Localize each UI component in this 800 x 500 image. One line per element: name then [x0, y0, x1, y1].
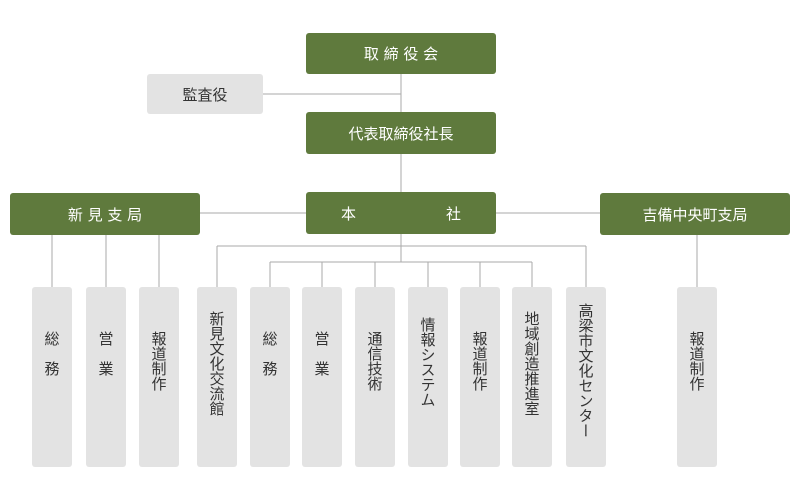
dept-label: 総 務 [260, 331, 279, 376]
dept-label: 報道制作 [149, 331, 168, 391]
hq-dept-sales: 営 業 [302, 287, 342, 467]
niimi-branch-box: 新 見 支 局 [10, 193, 200, 235]
niimi-dept-news-production: 報道制作 [139, 287, 179, 467]
dept-label: 情報システム [418, 317, 437, 407]
president-box: 代表取締役社長 [306, 112, 496, 154]
dept-label: 報道制作 [687, 331, 706, 391]
dept-label: 営 業 [96, 331, 115, 376]
dept-label: 高梁市文化センター [576, 303, 595, 438]
niimi-dept-general-affairs: 総 務 [32, 287, 72, 467]
dept-label: 地域創造推進室 [522, 311, 541, 416]
hq-dept-general-affairs: 総 務 [250, 287, 290, 467]
hq-dept-takahashi-culture-center: 高梁市文化センター [566, 287, 606, 467]
hq-dept-news-production: 報道制作 [460, 287, 500, 467]
dept-label: 営 業 [312, 331, 331, 376]
dept-label: 報道制作 [470, 331, 489, 391]
dept-label: 新見文化交流館 [207, 311, 226, 416]
headquarters-box: 本 社 [306, 192, 496, 234]
auditor-box: 監査役 [147, 74, 263, 114]
hq-dept-information-systems: 情報システム [408, 287, 448, 467]
hq-dept-niimi-culture-hall: 新見文化交流館 [197, 287, 237, 467]
niimi-dept-sales: 営 業 [86, 287, 126, 467]
kibi-branch-box: 吉備中央町支局 [600, 193, 790, 235]
hq-dept-communications-tech: 通信技術 [355, 287, 395, 467]
hq-dept-regional-creation-office: 地域創造推進室 [512, 287, 552, 467]
board-box: 取 締 役 会 [306, 33, 496, 74]
kibi-dept-news-production: 報道制作 [677, 287, 717, 467]
dept-label: 総 務 [42, 331, 61, 376]
dept-label: 通信技術 [365, 331, 384, 391]
